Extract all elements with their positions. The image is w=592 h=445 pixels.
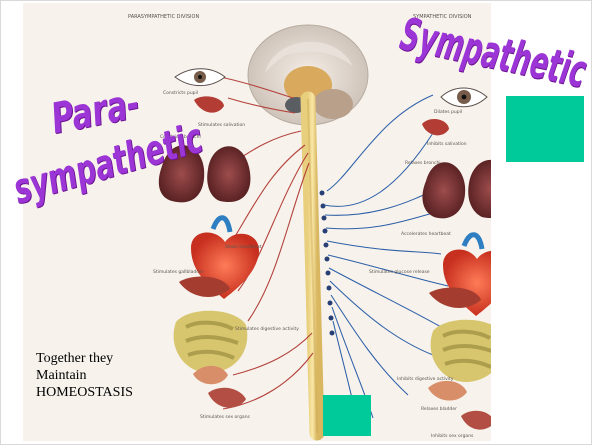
- svg-text:Dilates pupil: Dilates pupil: [434, 109, 462, 115]
- homeostasis-note: Together they Maintain HOMEOSTASIS: [36, 350, 166, 401]
- sympathetic-ganglia: [320, 191, 335, 336]
- svg-text:Stimulates sex organs: Stimulates sex organs: [200, 414, 251, 420]
- homeostasis-note-line-1: Together they: [36, 350, 166, 367]
- svg-text:Accelerates heartbeat: Accelerates heartbeat: [401, 231, 451, 237]
- teal-placeholder-box-top-right: [506, 96, 584, 162]
- svg-text:Inhibits salivation: Inhibits salivation: [427, 141, 467, 147]
- svg-text:Stimulates salivation: Stimulates salivation: [198, 122, 245, 128]
- svg-text:Relaxes bladder: Relaxes bladder: [421, 406, 457, 412]
- svg-text:Inhibits sex organs: Inhibits sex organs: [431, 433, 474, 439]
- homeostasis-note-line-3: HOMEOSTASIS: [36, 384, 166, 401]
- parasympathetic-division-label: PARASYMPATHETIC DIVISION: [128, 15, 199, 21]
- svg-text:Slows heartbeat: Slows heartbeat: [225, 244, 262, 250]
- svg-text:Relaxes bronchi: Relaxes bronchi: [405, 160, 441, 166]
- teal-placeholder-box-bottom: [323, 395, 371, 436]
- svg-text:Stimulates glucose release: Stimulates glucose release: [369, 269, 430, 275]
- svg-text:Inhibits digestive activity: Inhibits digestive activity: [397, 376, 454, 382]
- homeostasis-note-line-2: Maintain: [36, 367, 166, 384]
- svg-text:Stimulates digestive activity: Stimulates digestive activity: [235, 326, 299, 332]
- svg-text:Constricts pupil: Constricts pupil: [163, 90, 198, 96]
- svg-text:Stimulates gallbladder: Stimulates gallbladder: [153, 269, 204, 275]
